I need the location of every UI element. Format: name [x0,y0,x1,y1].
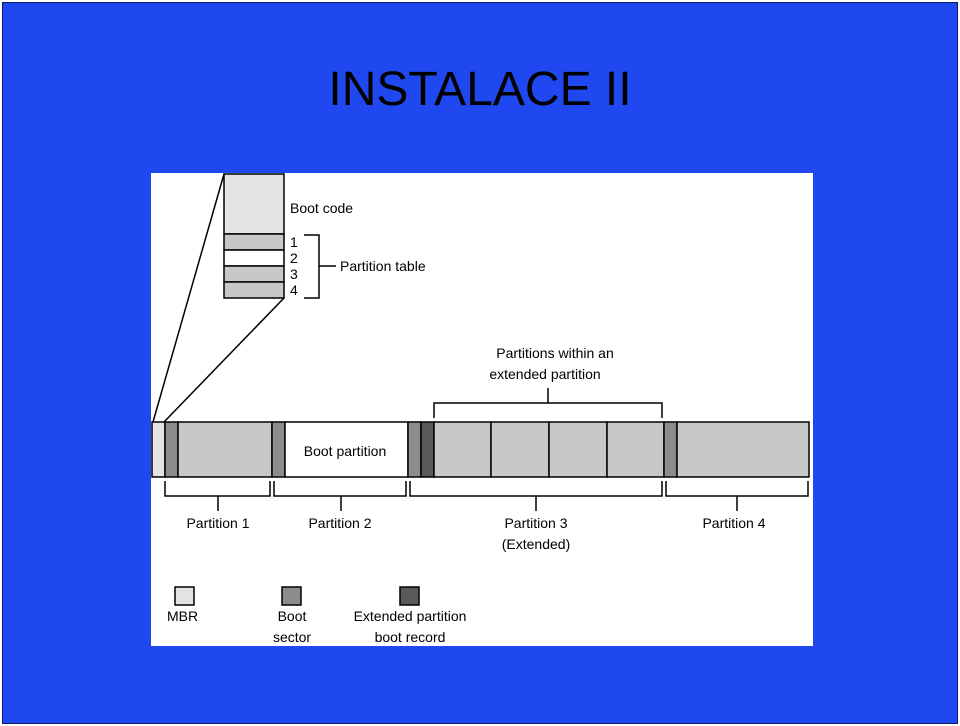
p3-boot-sector [407,421,422,478]
partition-diagram: Boot code 1 2 3 4 Partition table Partit… [151,173,813,646]
logical-partition-1 [433,421,492,478]
partition-3-bracket [409,481,663,511]
boot-code-label: Boot code [290,200,353,216]
entry-number-2: 2 [290,250,298,266]
partition-1-label: Partition 1 [186,515,249,531]
logical-partition-4 [606,421,665,478]
partition-table-entry-2 [223,249,285,267]
boot-code-block [223,173,285,235]
zoom-line-left [152,173,225,423]
extended-caption-line2: extended partition [489,366,600,382]
disk-mbr [151,421,166,478]
partition-table-bracket [304,234,336,299]
extended-subpartition-bracket [433,388,663,418]
partition-table-entry-1 [223,233,285,251]
boot-partition-label: Boot partition [304,443,387,459]
entry-number-1: 1 [290,234,298,250]
partition-4-label: Partition 4 [702,515,765,531]
ebr-block [420,421,435,478]
boot-partition-block [284,421,409,478]
partition-1-block [177,421,273,478]
partition-diagram-svg: Boot code 1 2 3 4 Partition table Partit… [151,173,810,645]
p4-boot-sector [663,421,678,478]
legend-mbr-swatch [174,586,195,606]
partition-1-bracket [164,481,271,511]
legend-boot-sector-swatch [281,586,302,606]
legend-boot-sector-label-line1: Boot [278,608,307,624]
partition-table-label: Partition table [340,258,426,274]
disk-bar: Boot partition [151,421,810,478]
partition-4-block [676,421,810,478]
logical-partition-3 [548,421,608,478]
slide-title: INSTALACE II [328,63,632,116]
logical-partition-2 [490,421,550,478]
partition-table-entry-3 [223,265,285,283]
zoom-line-right [163,297,285,423]
partition-3-extended-label: (Extended) [502,536,570,552]
mbr-detail: Boot code 1 2 3 4 Partition table [152,173,426,423]
partition-3-label: Partition 3 [504,515,567,531]
p1-boot-sector [164,421,179,478]
entry-number-4: 4 [290,282,298,298]
partition-2-label: Partition 2 [308,515,371,531]
partition-4-bracket [665,481,809,511]
partition-2-bracket [273,481,407,511]
entry-number-3: 3 [290,266,298,282]
legend: MBR Boot sector Extended partition boot … [167,586,467,645]
partition-table-entry-4 [223,281,285,299]
legend-ebr-label-line2: boot record [375,629,446,645]
legend-ebr-label-line1: Extended partition [354,608,467,624]
p2-boot-sector [271,421,286,478]
legend-mbr-label: MBR [167,608,198,624]
legend-boot-sector-label-line2: sector [273,629,311,645]
legend-ebr-swatch [399,586,420,606]
extended-caption-line1: Partitions within an [496,345,614,361]
